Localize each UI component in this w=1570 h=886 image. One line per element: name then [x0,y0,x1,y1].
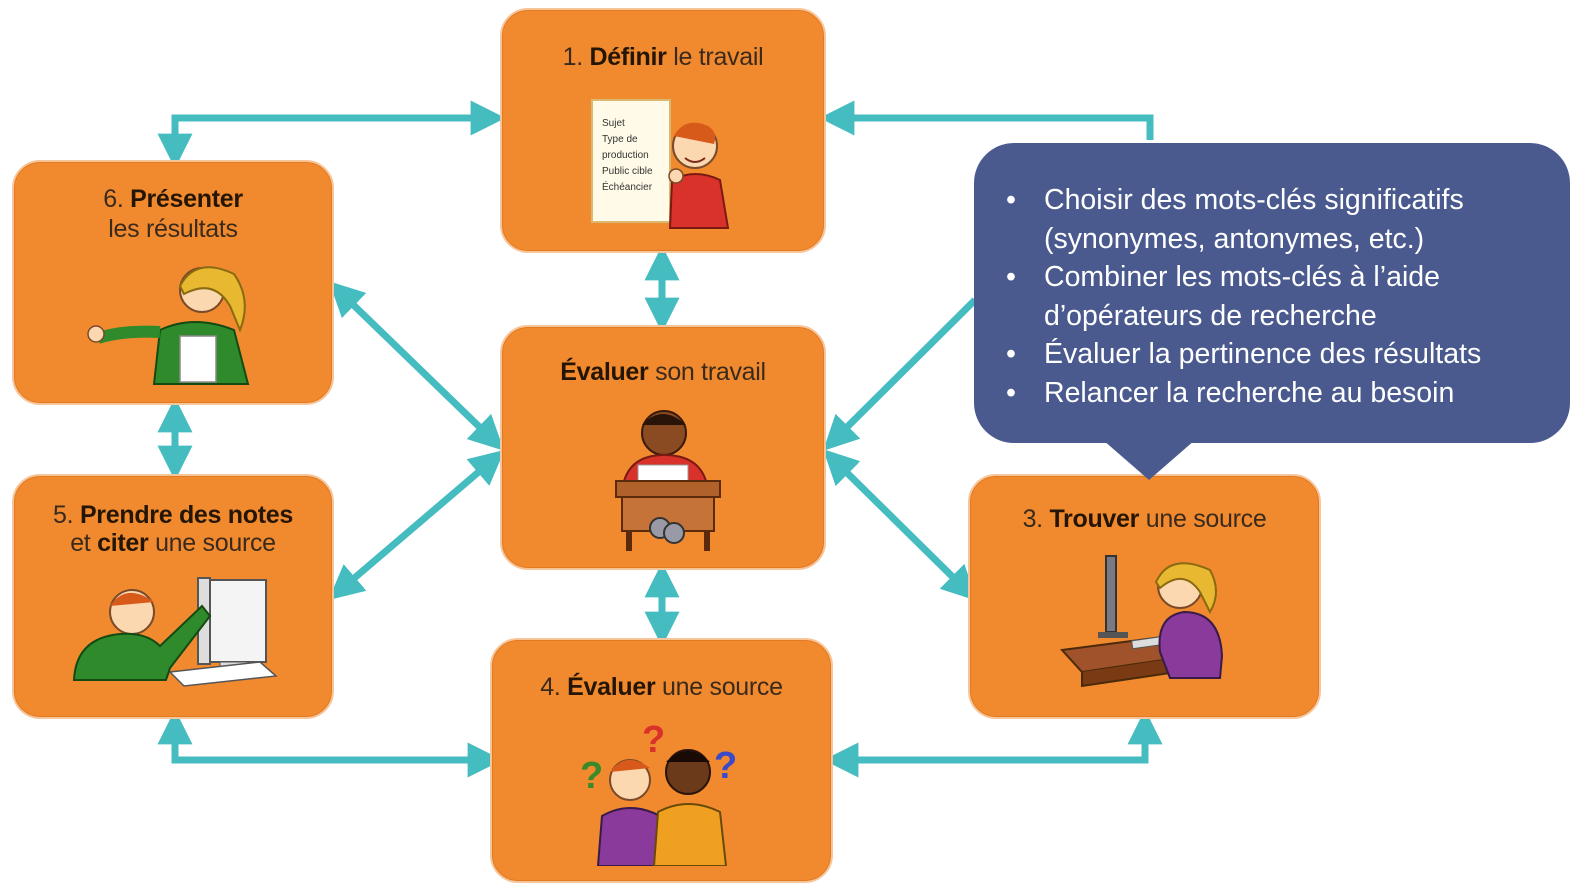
tip-item: •Relancer la recherche au besoin [1006,376,1455,409]
tip-item: •Combiner les mots-clés à l’aide [1006,261,1440,293]
step-define-title: 1. Définir le travail [562,43,764,71]
step-define-box: 1. Définir le travail Sujet Type de prod… [500,8,826,253]
svg-text:Type de: Type de [602,134,638,145]
step-notes-title-line2: et citer une source [70,529,276,557]
svg-text:Échéancier: Échéancier [602,180,653,193]
tip-item-continuation: (synonymes, antonymes, etc.) [1044,222,1425,255]
callout-pointer [1103,440,1195,480]
step-find-title: 3. Trouver une source [1022,505,1267,533]
step-notes-title-line1: 5. Prendre des notes [53,501,293,529]
svg-text:?: ? [642,719,665,761]
step-present-title-line1: 6. Présenter [103,185,243,213]
arrow-center-callout [823,297,978,451]
arrow-center-notes [328,449,505,601]
svg-text:?: ? [580,755,603,797]
svg-text:Public cible: Public cible [602,166,653,177]
step-evaluate-source-title: 4. Évaluer une source [540,673,783,701]
search-tips-callout: •Choisir des mots-clés significatifs (sy… [974,143,1570,443]
step-find-box: 3. Trouver une source [968,474,1321,719]
student-desk-illustration [615,410,721,551]
step-notes-box: 5. Prendre des notes et citer une source [12,474,334,719]
svg-text:Sujet: Sujet [602,118,625,129]
questioning-kids-illustration: ? ? ? [580,719,737,866]
svg-text:?: ? [714,745,737,787]
girl-computer-illustration [1060,555,1224,688]
arrow-center-find [823,449,977,601]
svg-text:production: production [602,150,649,161]
girl-presenting-illustration [87,266,250,385]
step-evaluate-work-title: Évaluer son travail [560,358,766,386]
arrow-notes-evalsource [157,709,503,778]
arrow-define-find [819,100,1154,140]
presenter-board-illustration: Sujet Type de production Public cible Éc… [591,99,730,229]
boy-computer-illustration [72,577,278,687]
arrow-evalsource-find [823,709,1163,778]
tip-item-continuation: d’opérateurs de recherche [1044,299,1377,332]
step-present-title-line2: les résultats [108,215,238,243]
tip-item: •Choisir des mots-clés significatifs [1006,184,1464,216]
step-present-box: 6. Présenter les résultats [12,160,334,405]
step-evaluate-source-box: 4. Évaluer une source ? ? ? [490,638,833,883]
arrow-present-define [157,100,506,169]
arrow-center-present [328,281,505,451]
step-evaluate-work-box: Évaluer son travail [500,325,826,570]
search-tips-list: •Choisir des mots-clés significatifs (sy… [1006,181,1481,412]
tip-item: •Évaluer la pertinence des résultats [1006,338,1482,370]
